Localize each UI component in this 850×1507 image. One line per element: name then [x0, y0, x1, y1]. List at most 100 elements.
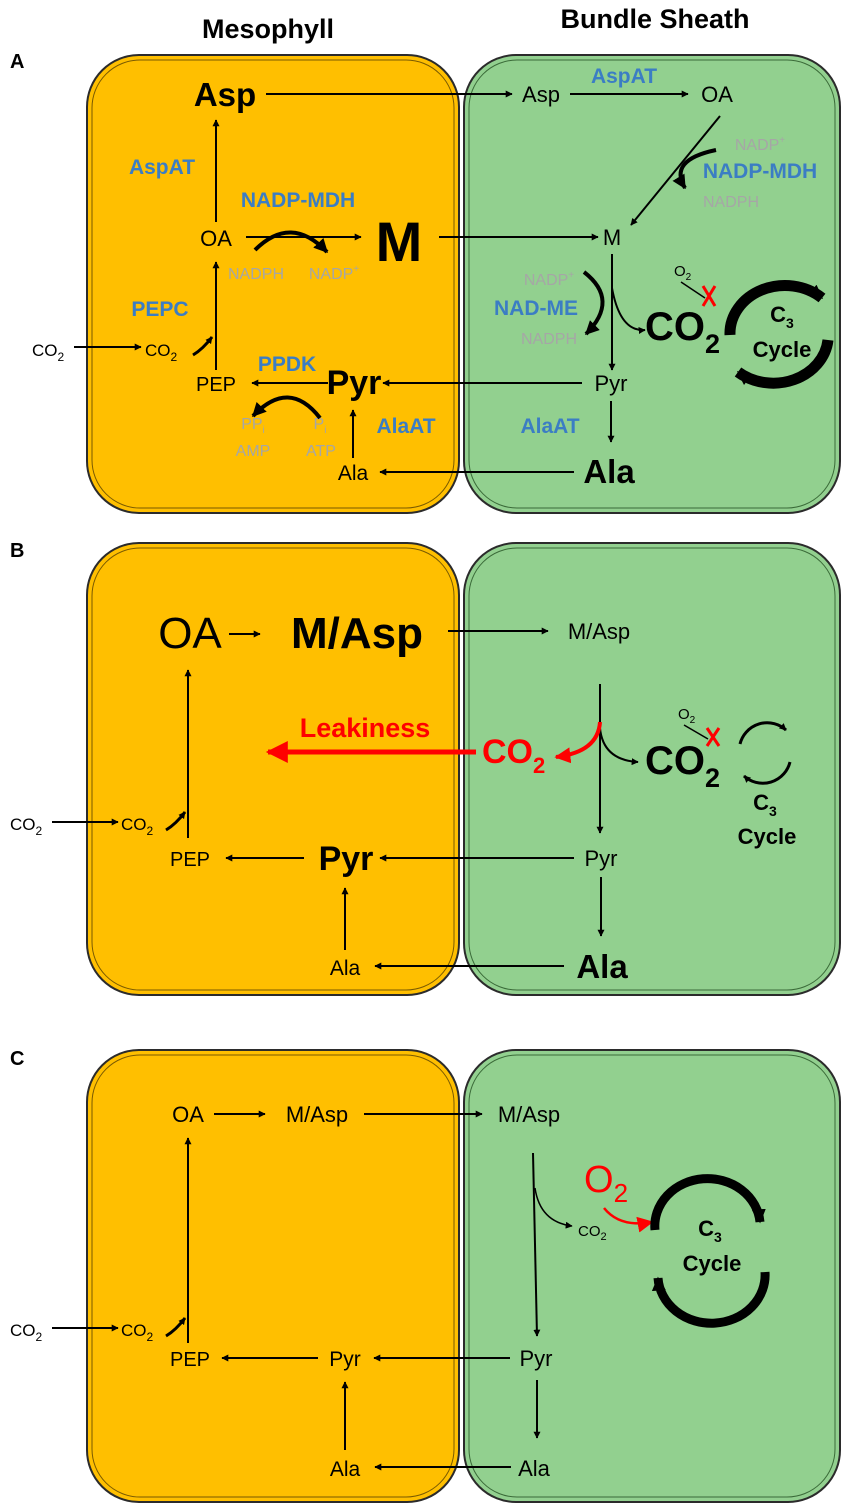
metabolite-oa-mesophyll: OA — [158, 609, 222, 658]
panel-letter: C — [10, 1048, 24, 1070]
arc-nadp-mdh-bs — [672, 148, 717, 190]
co2-label-outside: CO2 — [10, 1321, 43, 1344]
cofactor-atp: ATP — [306, 443, 336, 460]
metabolite-pyr-mesophyll: Pyr — [327, 364, 382, 402]
c3-cycle-arc-bottom — [742, 761, 792, 785]
arrow-co2-to-pepc — [192, 336, 214, 357]
metabolite-malate-mesophyll: M — [376, 210, 423, 273]
enzyme-alaat-bundle-sheath: AlaAT — [520, 415, 579, 438]
x-mark-icon — [705, 727, 721, 747]
cofactor-amp: AMP — [236, 443, 271, 460]
arrow-masp-to-pyr — [532, 1152, 541, 1337]
cofactor-ppi: PPi — [241, 416, 265, 436]
mesophyll-cell-inner — [91, 547, 455, 991]
header-bundle-sheath: Bundle Sheath — [560, 4, 749, 34]
bundle-sheath-cell-inner — [468, 1054, 836, 1498]
metabolite-oa-bundle-sheath: OA — [701, 82, 733, 107]
bundle-sheath-cell-inner — [468, 59, 836, 509]
cycle-label: Cycle — [753, 337, 812, 362]
arrow-decarboxylation — [611, 287, 646, 334]
arrow-decarboxylation — [534, 1187, 573, 1229]
co2-label-outside: CO2 — [10, 815, 43, 838]
leakiness-label: Leakiness — [300, 713, 431, 743]
metabolite-pyr-bundle-sheath: Pyr — [520, 1346, 553, 1371]
mesophyll-cell — [86, 1049, 460, 1503]
c3-label: C3 — [770, 302, 794, 331]
arrow-co2-leak-red — [554, 721, 602, 764]
cycle-label: Cycle — [738, 824, 797, 849]
panel-a: A Asp OA M PEP Pyr Ala CO2 CO2 AspAT NAD… — [10, 51, 841, 514]
metabolite-pyr-bundle-sheath: Pyr — [595, 371, 628, 396]
bundle-sheath-cell — [463, 1049, 841, 1503]
arc-nad-me — [582, 270, 605, 336]
arrow-co2-to-pepc — [165, 1317, 187, 1338]
c3-cycle-arc-top — [724, 280, 826, 336]
metabolite-pyr-mesophyll: Pyr — [329, 1348, 361, 1371]
metabolite-pep: PEP — [170, 1349, 210, 1371]
co2-label-mesophyll: CO2 — [145, 341, 178, 364]
enzyme-ppdk: PPDK — [258, 353, 316, 376]
arrow-oa-to-malate-bs — [630, 115, 721, 226]
c3-label: C3 — [698, 1216, 722, 1245]
header-mesophyll: Mesophyll — [202, 14, 334, 44]
metabolite-ala-mesophyll: Ala — [330, 957, 361, 980]
c3-cycle-arc-bottom — [734, 339, 834, 389]
bundle-sheath-cell — [463, 542, 841, 996]
metabolite-pep: PEP — [196, 374, 236, 396]
o2-label: O2 — [678, 706, 696, 726]
metabolite-asp-bundle-sheath: Asp — [522, 82, 560, 107]
panel-letter: A — [10, 51, 24, 73]
metabolite-pyr-bundle-sheath: Pyr — [585, 846, 618, 871]
metabolite-masp-bundle-sheath: M/Asp — [498, 1102, 560, 1127]
arrow-decarboxylation — [599, 727, 639, 766]
cofactor-nadph-mesophyll: NADPH — [228, 266, 284, 283]
o2-line — [680, 281, 706, 299]
bundle-sheath-cell — [463, 54, 841, 514]
metabolite-ala-bundle-sheath: Ala — [583, 453, 635, 490]
metabolite-oa-mesophyll: OA — [200, 226, 232, 251]
enzyme-nadp-mdh-bundle-sheath: NADP-MDH — [703, 160, 817, 183]
cycle-label: Cycle — [683, 1251, 742, 1276]
mesophyll-cell-inner — [91, 59, 455, 509]
metabolite-ala-mesophyll: Ala — [330, 1458, 361, 1481]
bundle-sheath-cell-inner — [468, 547, 836, 991]
enzyme-aspat-bundle-sheath: AspAT — [591, 65, 657, 88]
metabolite-masp-mesophyll: M/Asp — [291, 609, 423, 658]
mesophyll-cell — [86, 54, 460, 514]
co2-label-outside: CO2 — [32, 341, 65, 364]
mesophyll-cell — [86, 542, 460, 996]
panel-c: C OA M/Asp M/Asp PEP Pyr Ala Pyr Ala CO2… — [10, 1048, 841, 1503]
arrow-o2-to-c3 — [603, 1207, 654, 1233]
metabolite-asp-mesophyll: Asp — [194, 76, 256, 113]
c3-cycle-arc-top — [738, 721, 788, 745]
enzyme-pepc: PEPC — [131, 298, 188, 321]
co2-leak-red: CO2 — [482, 733, 545, 778]
co2-label-mesophyll: CO2 — [121, 815, 154, 838]
metabolite-ala-mesophyll: Ala — [338, 462, 369, 485]
cofactor-pi: Pi — [314, 416, 327, 436]
c3-cycle-arc-top — [650, 1174, 766, 1231]
arc-ppdk — [251, 395, 322, 420]
o2-line — [683, 724, 709, 740]
metabolite-pep: PEP — [170, 849, 210, 871]
o2-label: O2 — [674, 263, 692, 283]
mesophyll-cell-inner — [91, 1054, 455, 1498]
x-mark-icon — [701, 285, 717, 307]
co2-bundle-sheath: CO2 — [645, 305, 720, 359]
enzyme-aspat-mesophyll: AspAT — [129, 156, 195, 179]
cofactor-nadp-bs-mdh: NADP+ — [735, 135, 785, 154]
cofactor-nadp-bs-me: NADP+ — [524, 270, 574, 289]
c3-label: C3 — [753, 790, 777, 819]
co2-label-mesophyll: CO2 — [121, 1321, 154, 1344]
metabolite-ala-bundle-sheath: Ala — [518, 1456, 551, 1481]
co2-bundle-sheath: CO2 — [578, 1223, 607, 1243]
o2-label-red: O2 — [584, 1159, 628, 1208]
metabolite-masp-bundle-sheath: M/Asp — [568, 619, 630, 644]
metabolite-pyr-mesophyll: Pyr — [319, 840, 374, 878]
enzyme-nad-me: NAD-ME — [494, 297, 578, 320]
metabolite-masp-mesophyll: M/Asp — [286, 1102, 348, 1127]
cofactor-nadph-bs-mdh: NADPH — [703, 194, 759, 211]
panel-b: B OA M/Asp M/Asp PEP Pyr Ala Pyr Ala CO2… — [10, 540, 841, 996]
arc-nadph-to-nadp — [253, 230, 329, 254]
